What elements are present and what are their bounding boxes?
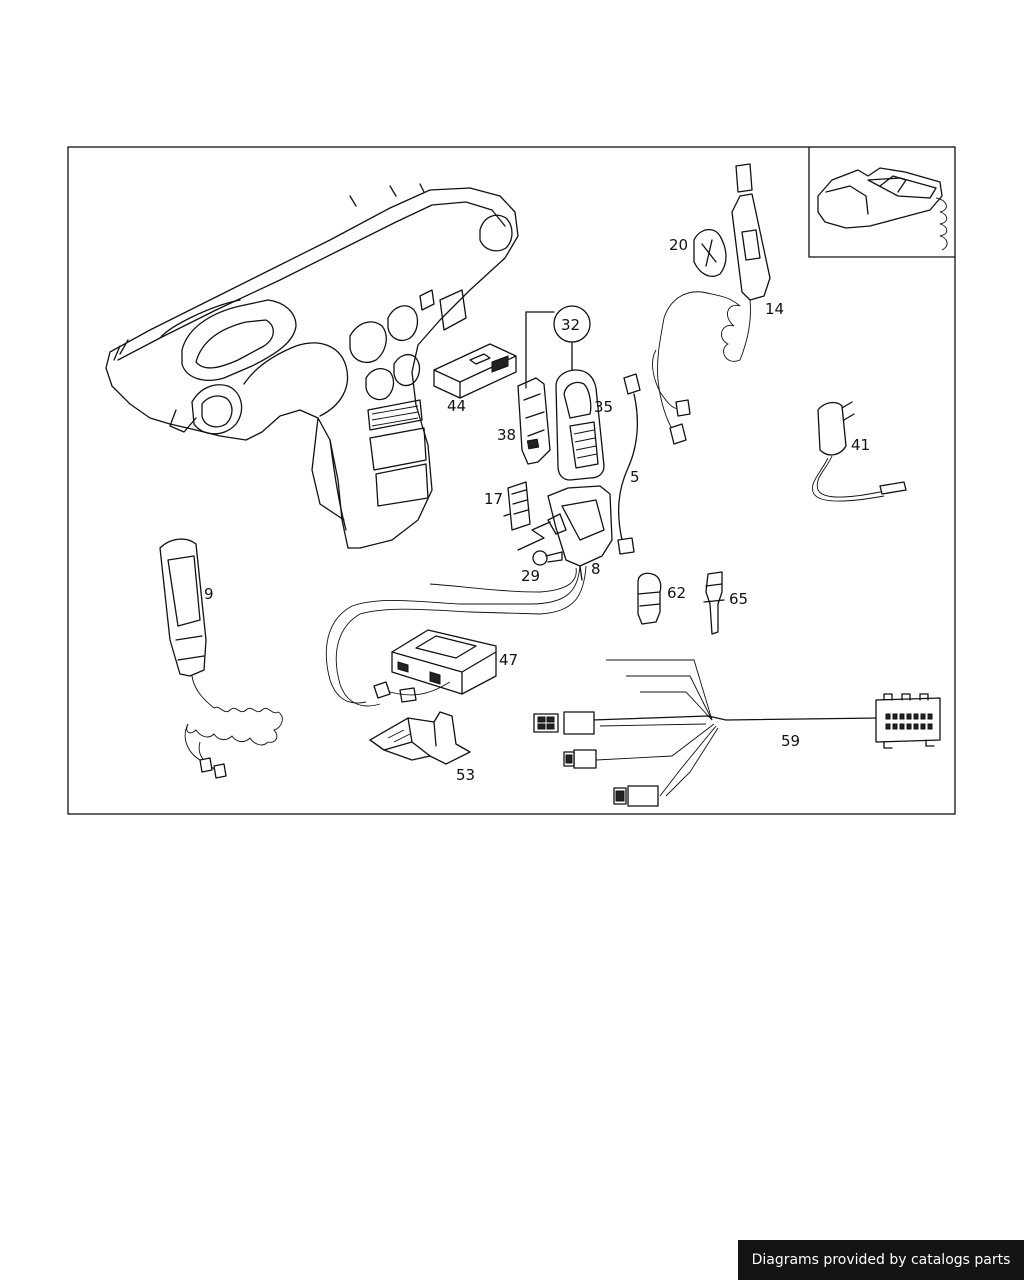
label-29: 29	[521, 567, 540, 585]
label-38: 38	[497, 426, 516, 444]
label-62: 62	[667, 584, 686, 602]
group-32-callout	[525, 305, 591, 389]
inset-cradle-view	[808, 146, 956, 258]
cradle-cable-loop	[325, 565, 587, 707]
part-62-connector	[637, 572, 662, 625]
label-32: 32	[561, 316, 580, 334]
part-8-cradle	[547, 485, 613, 581]
part-29-screw	[517, 521, 563, 566]
part-47-module	[391, 629, 497, 695]
part-5-cable	[617, 373, 641, 555]
part-17-clip	[503, 481, 531, 531]
label-20: 20	[669, 236, 688, 254]
part-44-module	[433, 343, 517, 399]
credit-banner: Diagrams provided by catalogs parts	[738, 1240, 1024, 1280]
part-35-phone	[555, 359, 605, 481]
label-65: 65	[729, 590, 748, 608]
label-9: 9	[204, 585, 214, 603]
label-44: 44	[447, 397, 466, 415]
label-35: 35	[594, 398, 613, 416]
label-53: 53	[456, 766, 475, 784]
part-65-plug	[703, 571, 725, 635]
label-47: 47	[499, 651, 518, 669]
dashboard-outline	[105, 183, 519, 549]
label-8: 8	[591, 560, 601, 578]
diagram-frame	[67, 146, 956, 815]
part-20-mount	[693, 229, 727, 277]
part-59-harness	[533, 659, 941, 807]
label-41: 41	[851, 436, 870, 454]
part-9-holder	[159, 538, 283, 779]
part-53-bracket	[369, 711, 471, 765]
callout-circle-32	[553, 305, 591, 343]
label-17: 17	[484, 490, 503, 508]
label-14: 14	[765, 300, 784, 318]
label-59: 59	[781, 732, 800, 750]
part-38-holder	[517, 377, 551, 465]
part-14-handset	[652, 163, 771, 445]
label-5: 5	[630, 468, 640, 486]
part-41-charger	[812, 401, 907, 502]
